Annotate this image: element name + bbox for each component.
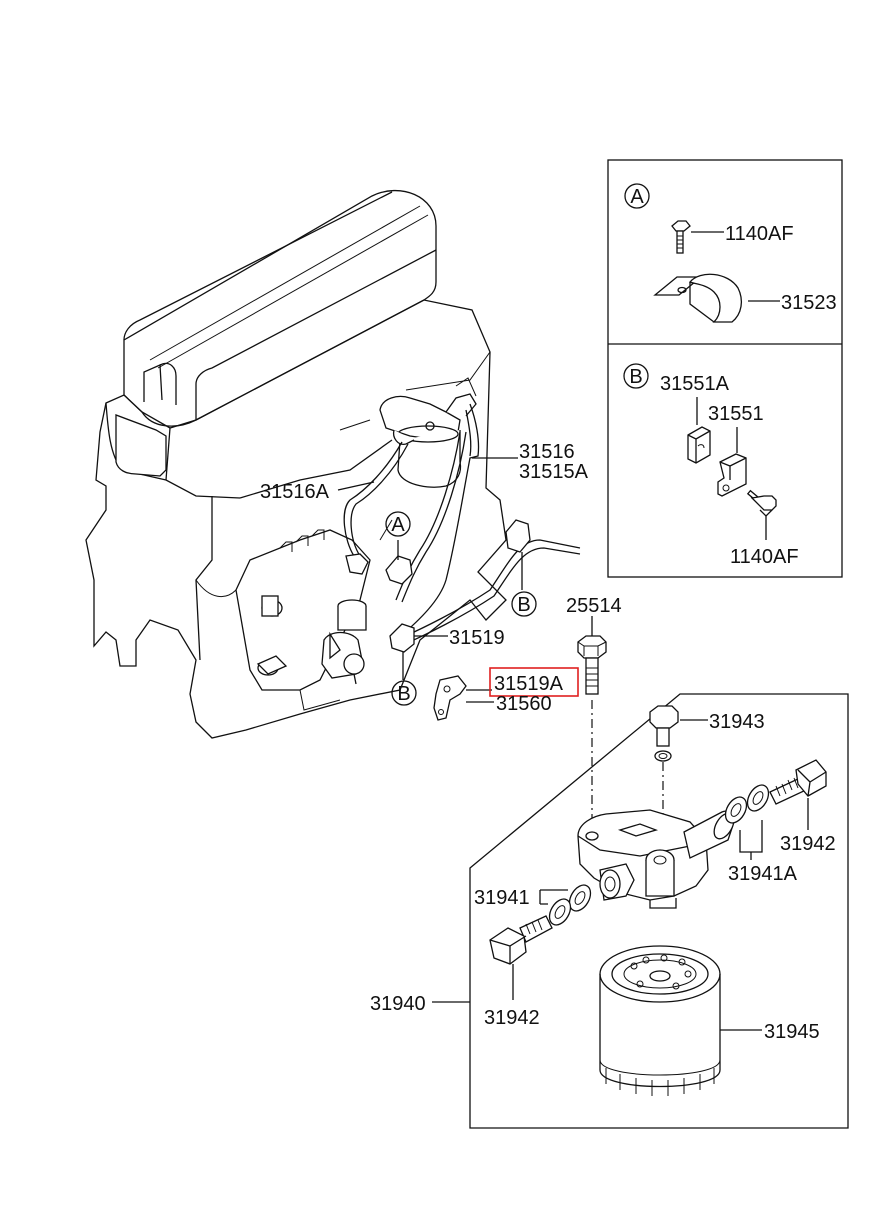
engine-callout-b2 (391, 680, 417, 706)
engine-block: A B B (85, 189, 581, 739)
detail-a-letter: A (630, 186, 644, 208)
leader-31941a-bracket (739, 820, 763, 853)
washer-31941-2 (548, 898, 572, 926)
block-outline (85, 299, 507, 739)
detail-b: B 31551A 31551 (623, 363, 799, 568)
label-1140af-b: 1140AF (730, 546, 799, 568)
detail-panel-frame (607, 159, 843, 578)
label-31551a: 31551A (660, 373, 730, 395)
filter-head (577, 809, 735, 909)
label-31560: 31560 (496, 693, 552, 715)
bolt-1140af-detail-b (746, 489, 777, 517)
label-31942-top: 31942 (780, 833, 836, 855)
leader-31941-bracket (539, 889, 568, 905)
detail-b-letter: B (629, 366, 642, 388)
label-25514: 25514 (566, 595, 622, 617)
label-31519: 31519 (449, 627, 505, 649)
injection-pump (235, 529, 371, 691)
detail-b-circle (623, 363, 649, 389)
bracket-31551 (717, 453, 747, 497)
label-31943: 31943 (709, 711, 765, 733)
fuel-line-31516 (395, 403, 480, 641)
label-1140af-a: 1140AF (725, 223, 794, 245)
engine-callout-b2-letter: B (397, 683, 410, 705)
bracket-31560 (433, 675, 467, 721)
label-31516: 31516 (519, 441, 575, 463)
assembly-outline (469, 693, 849, 1129)
bolt-1140af-detail-a (671, 220, 691, 254)
washer-31941-1 (568, 884, 592, 912)
engine-callout-b1 (511, 591, 537, 617)
label-31942-bottom: 31942 (484, 1007, 540, 1029)
bolt-31943 (649, 705, 679, 762)
label-31945: 31945 (764, 1021, 820, 1043)
detail-panel: A 1140AF 31523 B 31551A (607, 159, 843, 578)
highlight-box-31519a (489, 667, 579, 697)
eyebolt-31942-top (769, 759, 827, 805)
fuel-line-31516a (343, 441, 403, 557)
eyebolt-31942-bottom (489, 915, 553, 965)
fuel-filter-head (379, 393, 477, 488)
label-31551: 31551 (708, 403, 764, 425)
label-31941: 31941 (474, 887, 530, 909)
engine-callout-a-letter: A (391, 514, 405, 536)
clamp-31523 (653, 273, 743, 323)
detail-a: A 1140AF 31523 (624, 183, 837, 323)
washer-31941a-1 (724, 796, 748, 824)
detail-a-circle (624, 183, 650, 209)
bolt-25514 (577, 635, 607, 695)
label-31515a: 31515A (519, 461, 589, 483)
washer-31941a-2 (746, 784, 770, 812)
label-31516a: 31516A (260, 481, 330, 503)
engine-callout-a (385, 511, 411, 537)
label-31523: 31523 (781, 292, 837, 314)
filter-assembly-frame (469, 693, 849, 1129)
leader-31516a (337, 481, 375, 491)
label-31519a[interactable]: 31519A (494, 673, 564, 695)
label-31940: 31940 (370, 993, 426, 1015)
label-31941a: 31941A (728, 863, 798, 885)
rocker-cover (123, 189, 437, 427)
filter-cartridge-31945 (599, 945, 721, 1096)
engine-callout-b1-letter: B (517, 594, 530, 616)
grommet-31551a (687, 426, 711, 464)
